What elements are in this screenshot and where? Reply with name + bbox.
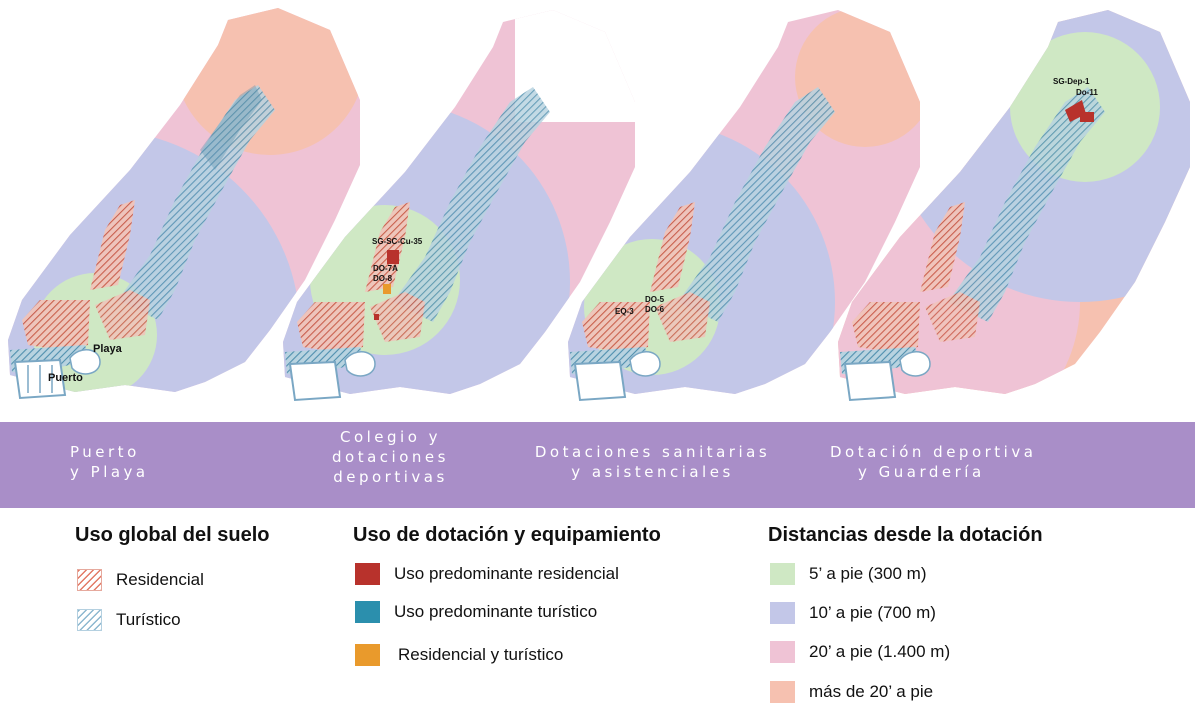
legend-item-residencial-hatch: Residencial xyxy=(77,567,204,593)
category-band: Puerto y Playa Colegio y dotaciones depo… xyxy=(0,422,1195,508)
swatch-red xyxy=(355,563,380,585)
swatch-green xyxy=(770,563,795,585)
hatch-turistico-swatch xyxy=(77,609,102,631)
hatch-residencial-swatch xyxy=(77,569,102,591)
legend-title-uso-dotacion: Uso de dotación y equipamiento xyxy=(353,524,661,546)
map-label-eq-3: EQ-3 xyxy=(615,307,634,316)
map-label-do-7a: DO-7A xyxy=(373,264,398,273)
legend-item-uso-residencial: Uso predominante residencial xyxy=(355,561,619,587)
legend-item-5min: 5’ a pie (300 m) xyxy=(770,561,926,587)
map-label-do-8: DO-8 xyxy=(373,274,393,283)
map-label-do-6: DO-6 xyxy=(645,305,665,314)
map-label-sg-dep-1: SG-Dep-1 xyxy=(1053,77,1090,86)
legend-item-residencial-turistico: Residencial y turístico xyxy=(355,642,563,668)
swatch-teal xyxy=(355,601,380,623)
legend-title-uso-global: Uso global del suelo xyxy=(75,524,270,546)
map-label-puerto: Puerto xyxy=(48,372,83,384)
swatch-orange xyxy=(355,644,380,666)
legend-item-uso-turistico: Uso predominante turístico xyxy=(355,599,597,625)
legend-item-20min: 20’ a pie (1.400 m) xyxy=(770,639,950,665)
band-label-colegio: Colegio y dotaciones deportivas xyxy=(332,428,449,486)
map-label-do-11: Do-11 xyxy=(1076,88,1098,97)
band-label-puerto-playa: Puerto y Playa xyxy=(70,443,149,481)
band-label-deportiva: Dotación deportiva y Guardería xyxy=(830,443,1037,481)
map-label-do-5: DO-5 xyxy=(645,295,665,304)
maps-panel: Playa Puerto SG-SC-Cu-35 DO-7A DO-8 xyxy=(8,8,1190,402)
swatch-salmon xyxy=(770,681,795,703)
legend-item-10min: 10’ a pie (700 m) xyxy=(770,600,936,626)
swatch-pink xyxy=(770,641,795,663)
map-label-sg-sc-cu-35: SG-SC-Cu-35 xyxy=(372,237,423,246)
legend-title-distancias: Distancias desde la dotación xyxy=(768,524,1043,546)
map-label-playa: Playa xyxy=(93,343,123,355)
swatch-lavender xyxy=(770,602,795,624)
legend-item-turistico-hatch: Turístico xyxy=(77,607,181,633)
band-label-sanitarias: Dotaciones sanitarias y asistenciales xyxy=(534,443,771,481)
legend-item-mas-20min: más de 20’ a pie xyxy=(770,679,933,705)
